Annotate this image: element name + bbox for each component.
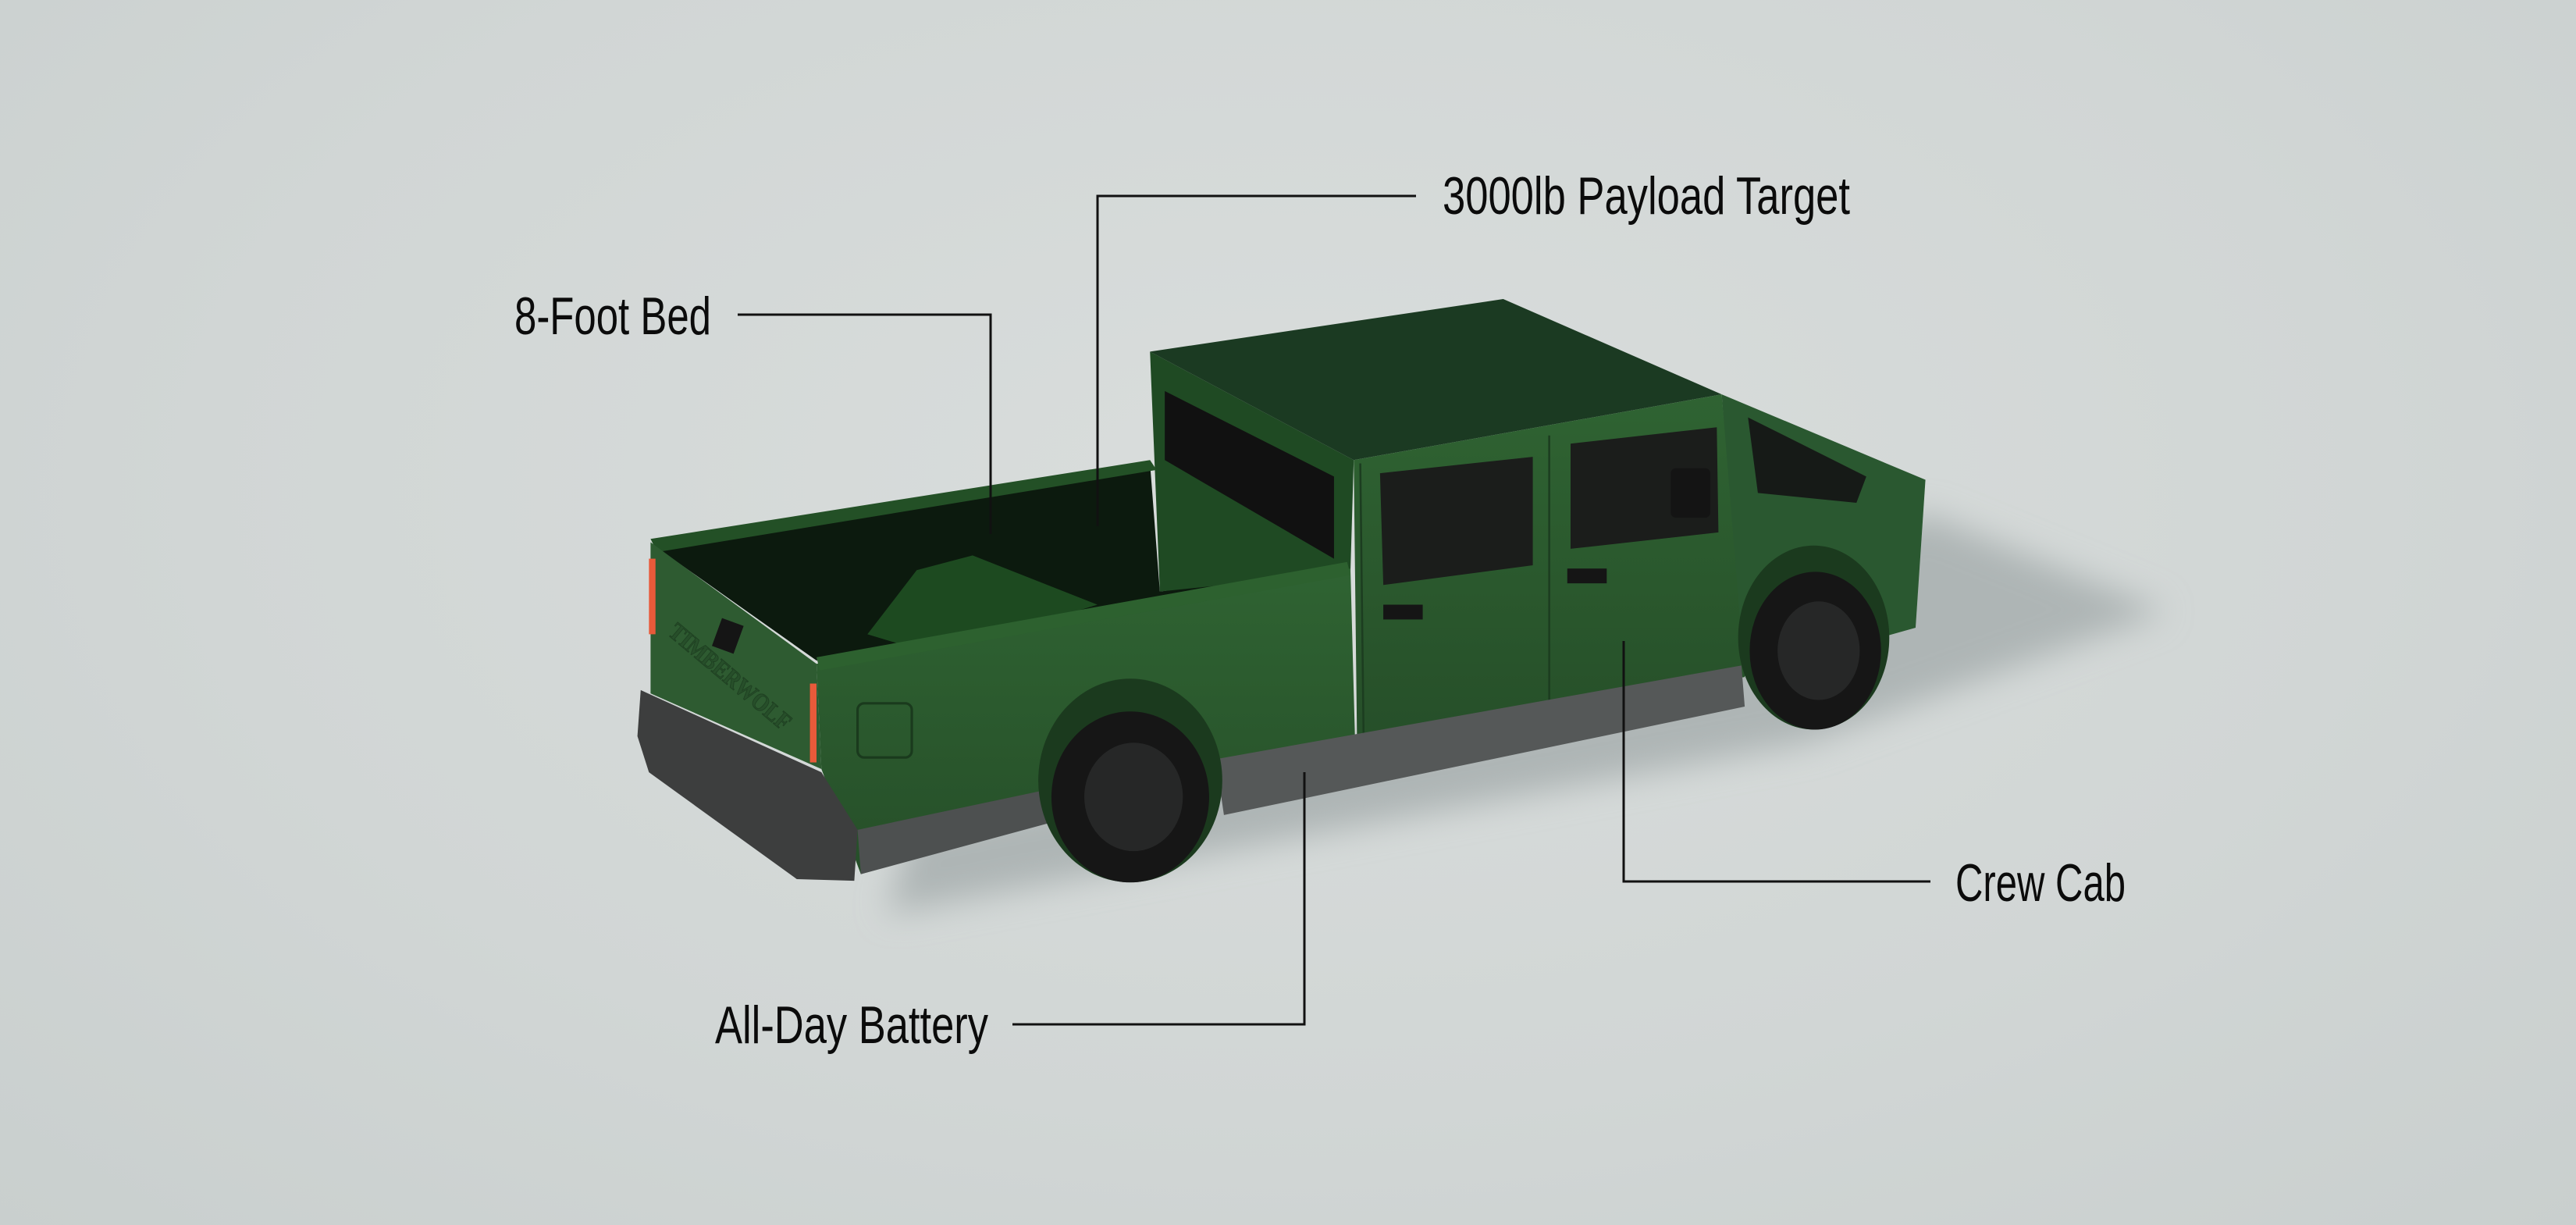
bed-rim — [650, 460, 1157, 553]
callout-label: Crew Cab — [1955, 853, 2126, 913]
leader-line — [1622, 641, 1930, 883]
tailgate-handle[interactable] — [712, 618, 744, 654]
bed-lower-panel — [857, 789, 1055, 874]
rear-door-window[interactable] — [1379, 457, 1533, 586]
callout-battery: All-Day Battery — [715, 772, 1306, 1055]
door-handle[interactable] — [1567, 568, 1607, 584]
bed-rim — [816, 561, 1350, 671]
rear-bumper — [637, 689, 858, 881]
cab-roof — [1150, 299, 1722, 461]
taillight — [809, 683, 817, 763]
callout-bed: 8-Foot Bed — [514, 287, 992, 534]
side-mirror — [1670, 468, 1710, 518]
rocker-panel — [1215, 665, 1745, 815]
leader-line — [1096, 194, 1416, 526]
taillight — [649, 558, 656, 635]
wolf-badge — [856, 702, 913, 759]
door-seam — [1359, 463, 1365, 736]
callout-label: 8-Foot Bed — [514, 287, 711, 346]
leader-line — [738, 313, 992, 534]
door-handle[interactable] — [1383, 604, 1423, 620]
bed-interior — [653, 463, 1347, 661]
pickup-truck: TIMBERWOLF — [637, 299, 2165, 914]
bed-box — [867, 555, 1098, 645]
rear-window — [1165, 390, 1334, 559]
front-rim — [1777, 601, 1860, 700]
windshield — [1748, 417, 1866, 504]
callout-payload: 3000lb Payload Target — [1096, 166, 1850, 526]
callout-label: 3000lb Payload Target — [1443, 166, 1850, 226]
rear-rim — [1084, 742, 1183, 852]
callout-label: All-Day Battery — [715, 995, 988, 1055]
leader-line — [1012, 772, 1306, 1026]
front-door-window[interactable] — [1570, 427, 1719, 549]
callout-cab: Crew Cab — [1622, 641, 2126, 913]
tailgate[interactable] — [650, 542, 822, 769]
